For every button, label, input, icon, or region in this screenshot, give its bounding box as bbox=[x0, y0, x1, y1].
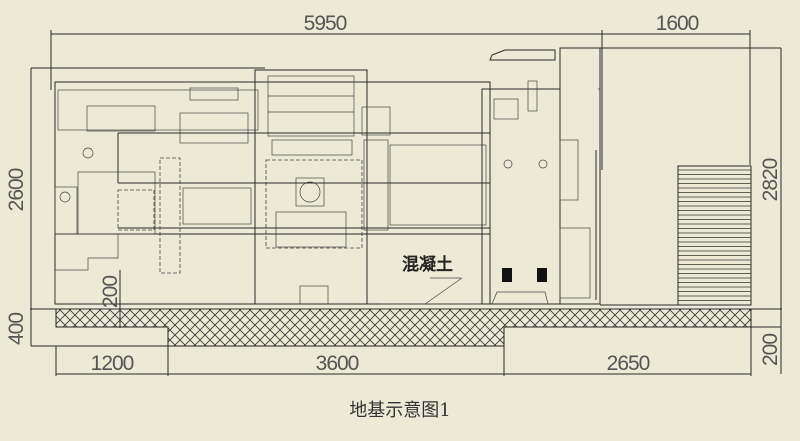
dim-segment-middle: 3600 bbox=[316, 352, 359, 375]
dim-machine-height: 2600 bbox=[5, 168, 28, 211]
black-block-left bbox=[502, 268, 512, 282]
die-cutting-machine bbox=[54, 67, 548, 305]
dim-segment-right: 2650 bbox=[607, 352, 650, 375]
drawing-title: 地基示意图1 bbox=[349, 400, 450, 421]
dim-foundation-depth: 400 bbox=[5, 313, 28, 345]
dim-total-height: 2820 bbox=[759, 158, 782, 201]
dim-pit-step-left: 200 bbox=[99, 276, 122, 308]
black-block-right bbox=[537, 268, 547, 282]
feeder-unit bbox=[481, 47, 601, 305]
dimension-lines bbox=[30, 30, 782, 376]
dim-segment-left: 1200 bbox=[91, 352, 134, 375]
concrete-foundation bbox=[30, 308, 782, 347]
dim-pit-step-right: 200 bbox=[759, 334, 782, 366]
dim-pile-length: 1600 bbox=[656, 12, 699, 35]
delivery-pile bbox=[600, 165, 752, 306]
dim-total-length: 5950 bbox=[304, 12, 347, 35]
concrete-label: 混凝土 bbox=[402, 254, 453, 275]
